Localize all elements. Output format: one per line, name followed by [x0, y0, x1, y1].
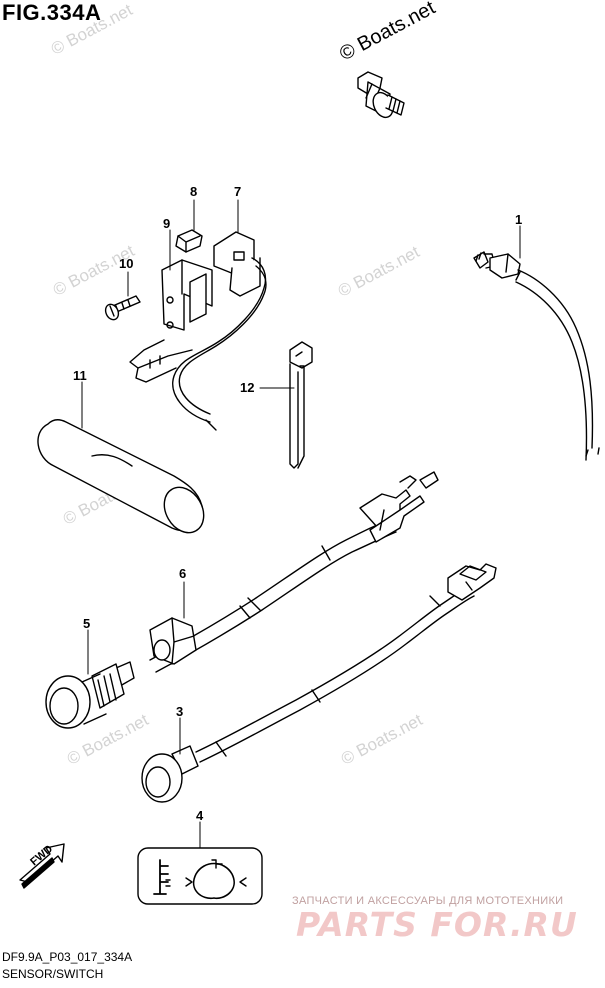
bracket-sensor-drawing	[104, 229, 267, 431]
callout-11: 11	[73, 368, 87, 383]
callout-1: 1	[515, 212, 522, 227]
store-tagline: ЗАПЧАСТИ И АКСЕССУАРЫ ДЛЯ МОТОТЕХНИКИ	[292, 895, 564, 907]
callout-9: 9	[163, 216, 170, 231]
callout-4: 4	[196, 808, 204, 823]
cable-tie-drawing	[289, 341, 313, 469]
temperature-sensor-drawing	[473, 251, 600, 461]
callout-3: 3	[176, 704, 183, 719]
switch-harness-drawing	[45, 471, 439, 729]
callout-8: 8	[190, 184, 197, 199]
label-plate-drawing	[137, 847, 263, 905]
oil-pressure-switch-drawing	[357, 71, 405, 119]
lower-switch-harness-drawing	[141, 563, 497, 803]
figure-code: DF9.9A_P03_017_334A	[2, 950, 133, 964]
fwd-arrow: FWD	[19, 843, 65, 889]
callout-10: 10	[119, 256, 133, 271]
section-name: SENSOR/SWITCH	[2, 967, 104, 981]
callout-12: 12	[240, 380, 254, 395]
callout-5: 5	[83, 616, 90, 631]
figure-title: FIG.334A	[2, 0, 102, 25]
protector-tube-drawing	[37, 419, 205, 534]
callout-numbers: 1 3 4 5 6 7 8 9 10 11 12	[73, 184, 522, 823]
store-logo-text: PARTS FOR.RU	[296, 905, 578, 944]
leader-lines	[81, 199, 521, 849]
callout-6: 6	[179, 566, 186, 581]
callout-7: 7	[234, 184, 241, 199]
